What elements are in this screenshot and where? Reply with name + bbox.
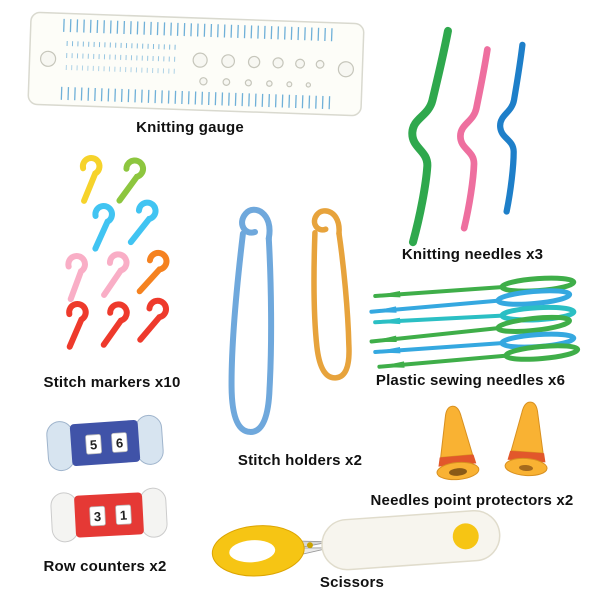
row-counter-body: [69, 419, 141, 467]
sewing-needle: [377, 343, 581, 369]
stitch-marker: [101, 251, 130, 298]
stitch-marker: [136, 249, 170, 295]
label-knitting-gauge: Knitting gauge: [136, 119, 244, 136]
sewing-needle-eye: [503, 343, 581, 362]
knitting-gauge: [27, 11, 365, 117]
row-counter-window: [115, 504, 132, 525]
protector-cone: [510, 401, 544, 454]
row-counter-digit: 6: [115, 435, 123, 450]
scissors-sheath-dot: [452, 523, 479, 550]
cable-needle-pink-shape: [457, 46, 491, 232]
stitch-marker: [137, 297, 170, 343]
label-sewing-needles: Plastic sewing needles x6: [375, 372, 566, 389]
gauge-hole: [295, 58, 306, 69]
gauge-hole: [192, 52, 208, 68]
sewing-needle: [369, 288, 573, 314]
point-protector: [504, 401, 548, 477]
row-counter-digit: 5: [89, 437, 97, 452]
gauge-hole: [222, 78, 231, 86]
protector-cone: [440, 405, 474, 459]
stitch-marker-shape: [65, 253, 88, 303]
sewing-needle-eye: [495, 288, 573, 307]
stitch-marker-shape: [100, 301, 130, 348]
stitch-holder-blue-body: [228, 230, 275, 435]
stitch-marker: [79, 155, 103, 204]
gauge-mount-hole-right: [337, 61, 355, 78]
cable-needle-green: [408, 26, 452, 247]
stitch-marker: [127, 199, 159, 246]
sewing-needle-tip: [369, 306, 397, 313]
stitch-marker: [65, 253, 88, 303]
stitch-holder-yellow-clasp: [311, 208, 342, 237]
label-stitch-markers: Stitch markers x10: [43, 374, 181, 391]
sewing-needle-tip: [369, 335, 397, 343]
point-protector: [436, 405, 480, 481]
sewing-needle: [369, 314, 572, 344]
gauge-hole: [305, 82, 312, 88]
stitch-marker: [116, 157, 147, 204]
gauge-hole: [272, 57, 284, 69]
stitch-holder-yellow: [311, 208, 352, 381]
protector-hole: [519, 464, 533, 472]
stitch-marker: [66, 301, 89, 350]
sewing-needle-tip: [373, 347, 401, 354]
stitch-marker-shape: [79, 155, 103, 204]
gauge-hole: [247, 55, 261, 69]
sewing-needle-eye: [495, 314, 572, 334]
scissors-sheath: [321, 509, 501, 571]
cable-needle-green-shape: [408, 26, 452, 247]
row-counter-window: [85, 434, 102, 455]
row-counter-digit: 1: [120, 508, 128, 523]
point-protectors: [436, 401, 548, 481]
gauge-hole: [244, 79, 252, 87]
row-counter-digit: 3: [94, 509, 102, 524]
label-stitch-holders: Stitch holders x2: [237, 452, 363, 469]
sewing-needle-tip: [373, 317, 401, 325]
cable-needle-blue-shape: [497, 41, 526, 215]
label-scissors: Scissors: [319, 574, 385, 591]
row-counter-window: [89, 505, 106, 527]
row-counter-blue: 5 6: [46, 414, 164, 472]
stitch-marker-shape: [137, 297, 170, 343]
scissors-handle-hole: [229, 540, 276, 563]
scissors-pivot: [306, 542, 313, 549]
stitch-marker: [100, 301, 130, 348]
stitch-marker-shape: [66, 301, 89, 350]
sewing-needle-tip: [377, 361, 405, 368]
row-counter-body: [74, 492, 144, 538]
label-point-protectors: Needles point protectors x2: [370, 492, 574, 509]
stitch-marker-shape: [101, 251, 130, 298]
stitch-holder-blue: [228, 206, 275, 435]
cable-needle-blue: [497, 41, 526, 215]
gauge-hole: [199, 77, 208, 86]
stitch-marker-shape: [92, 203, 115, 252]
scissors: [211, 509, 501, 577]
gauge-hole: [266, 80, 273, 87]
stitch-marker-shape: [116, 157, 147, 204]
gauge-hole: [221, 54, 236, 69]
row-counter-red: 3 1: [50, 487, 168, 543]
stitch-marker-shape: [136, 249, 170, 295]
stitch-marker: [92, 203, 115, 252]
stitch-holder-blue-clasp: [239, 206, 273, 242]
stitch-holder-yellow-body: [311, 230, 352, 381]
row-counter-window: [111, 432, 128, 453]
sewing-needle-tip: [373, 291, 401, 298]
label-row-counters: Row counters x2: [43, 558, 167, 575]
cable-needle-pink: [457, 46, 491, 232]
stitch-marker-shape: [127, 199, 159, 246]
gauge-hole: [315, 59, 325, 69]
protector-hole: [449, 468, 467, 476]
gauge-hole: [286, 81, 293, 88]
label-knitting-needles: Knitting needles x3: [401, 246, 544, 263]
gauge-mount-hole-left: [39, 50, 57, 67]
